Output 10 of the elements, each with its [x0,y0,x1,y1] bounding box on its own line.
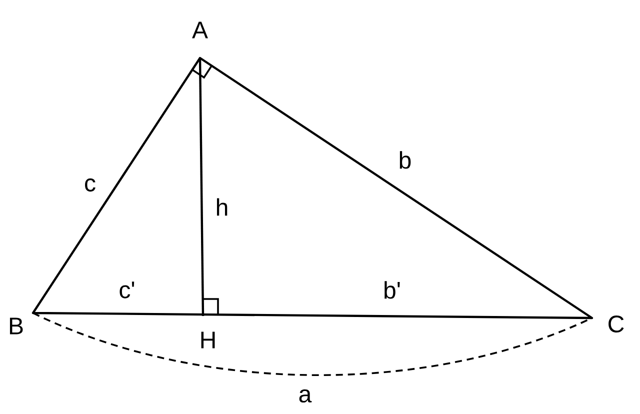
point-label: b [400,151,411,169]
point-label: A [192,22,208,38]
point-label: B [10,318,23,334]
point-label: b' [384,281,400,299]
point-label: a [299,389,312,403]
point-label: H [201,332,215,348]
point-label: c' [120,282,134,298]
point-label: c [85,178,96,192]
point-label: C [608,316,624,332]
point-label: h [217,198,228,216]
